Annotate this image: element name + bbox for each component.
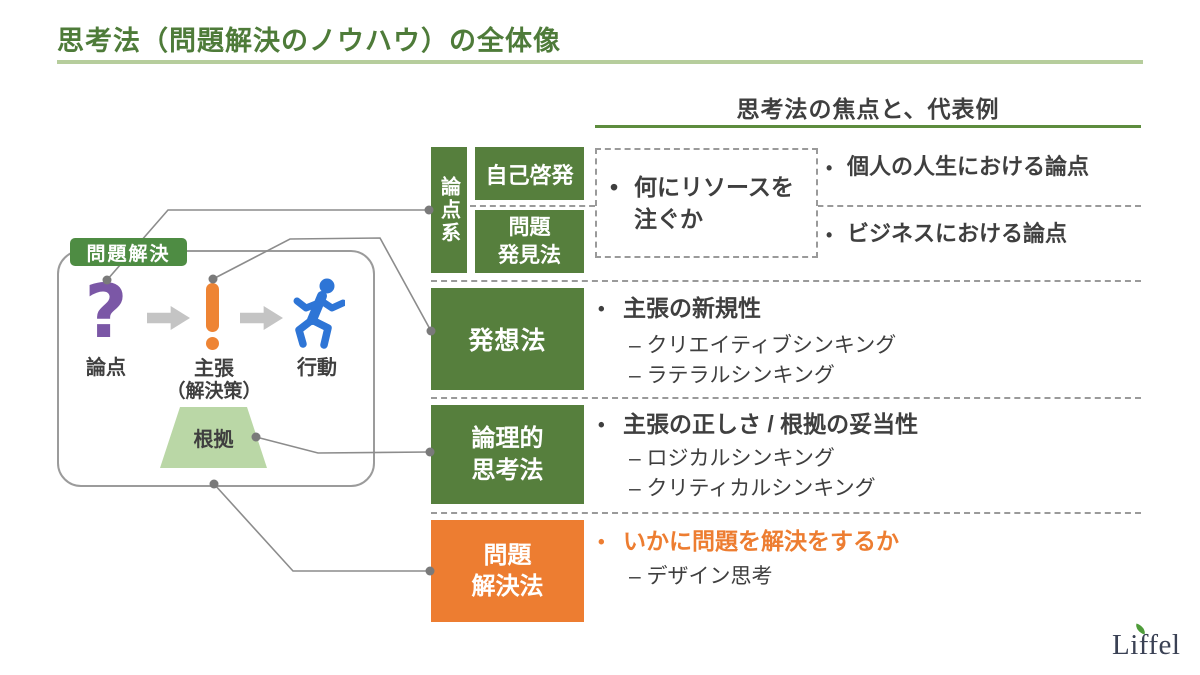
example-text: ビジネスにおける論点 [847,221,1068,246]
bullet-icon: • [610,174,619,200]
item-lateral-thinking: – ラテラルシンキング [629,364,835,387]
item-logical-thinking: – ロジカルシンキング [629,447,835,470]
method-box-problem-solving: 問題 解決法 [431,520,584,622]
step-label-action: 行動 [297,357,337,379]
focus-text: 主張の正しさ / 根拠の妥当性 [623,411,919,437]
example-text: 個人の人生における論点 [847,154,1090,179]
method-box-ideation: 発想法 [431,288,584,390]
bullet-icon: • [826,225,833,245]
focus-problem-solving: • いかに問題を解決をするか [598,526,899,558]
row2-divider [431,397,1141,399]
liffel-logo: Liffel [1112,623,1197,667]
method-box-self-development: 自己啓発 [475,147,584,200]
evidence-label: 根拠 [193,429,234,451]
focus-box-issues: • 何にリソースを 注ぐか [595,148,818,258]
panel-header-underline [595,125,1141,128]
bullet-icon: • [598,532,605,553]
focus-text: 主張の新規性 [623,295,761,321]
bullet-icon: • [598,299,605,320]
item-critical-thinking: – クリティカルシンキング [629,477,876,500]
focus-logical-thinking: • 主張の正しさ / 根拠の妥当性 [598,409,918,441]
bullet-icon: • [826,158,833,178]
exclamation-mark-icon [206,283,219,332]
example-business-issues: • ビジネスにおける論点 [826,219,1067,250]
focus-ideation: • 主張の新規性 [598,293,761,325]
example-personal-issues: • 個人の人生における論点 [826,152,1089,183]
group-box-issues: 論点系 [431,147,467,273]
step-label-claim-sub: （解決策） [166,381,262,402]
page-title: 思考法（問題解決のノウハウ）の全体像 [57,26,561,56]
item-creative-thinking: – クリエイティブシンキング [629,334,897,357]
method-box-problem-finding: 問題 発見法 [475,210,584,273]
focus-issues-text: 何にリソースを 注ぐか [634,174,794,232]
exclamation-dot-icon [206,337,219,350]
item-design-thinking: – デザイン思考 [629,565,773,588]
group-divider [431,280,1141,282]
bullet-icon: • [598,415,605,436]
question-mark-icon: ? [84,269,128,355]
problem-solving-label: 問題解決 [70,238,187,266]
step-label-question: 論点 [86,357,126,379]
panel-header: 思考法の焦点と、代表例 [736,96,1000,122]
row3-divider [431,512,1141,514]
focus-text: いかに問題を解決をするか [623,528,899,554]
method-box-logical-thinking: 論理的 思考法 [431,405,584,504]
step-label-claim: 主張 [194,358,234,380]
liffel-logo-text: Liffel [1112,629,1181,661]
evidence-trapezoid: 根拠 [160,407,267,468]
runner-icon [293,278,345,349]
title-underline [57,60,1143,64]
